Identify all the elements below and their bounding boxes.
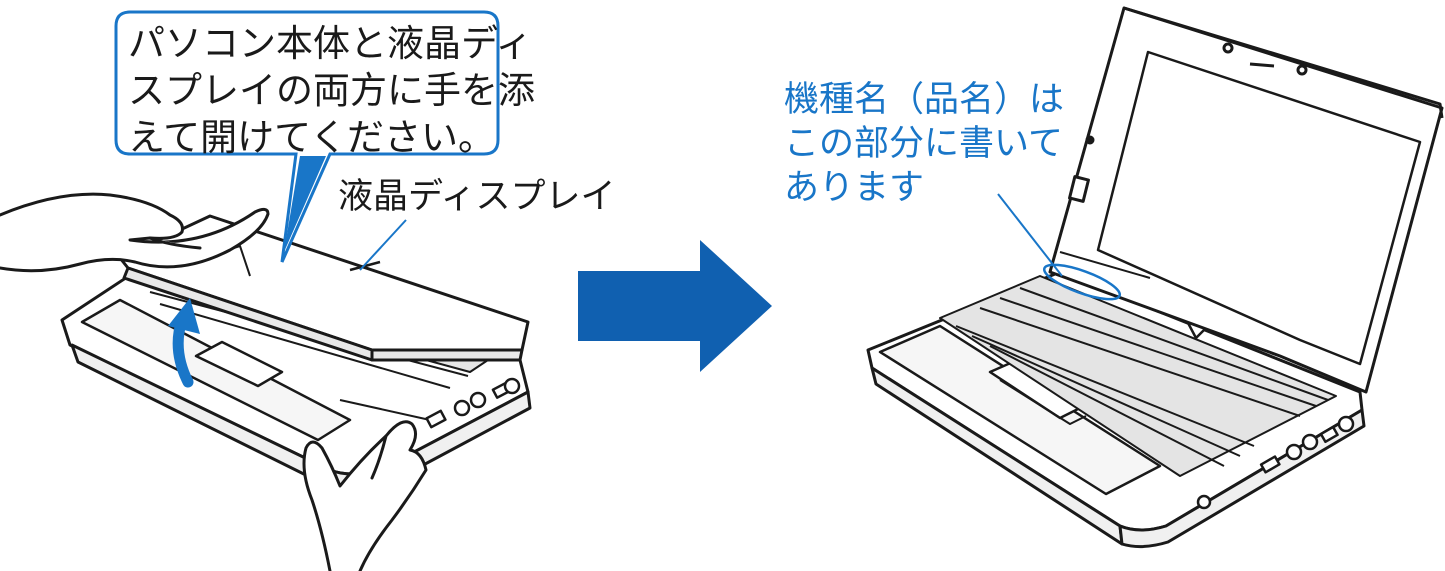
callout-line-2: スプレイの両方に手を添 xyxy=(128,69,535,112)
left-hand xyxy=(0,192,270,273)
side-ports xyxy=(425,377,521,429)
model-leader-line xyxy=(997,193,1063,277)
lcd-leader-line xyxy=(359,219,407,271)
open-laptop xyxy=(866,6,1444,549)
callout-line-3: えて開けてください。 xyxy=(128,116,496,159)
right-arrow-icon xyxy=(578,240,772,372)
right-hand xyxy=(302,420,428,571)
side-ports xyxy=(1196,415,1355,510)
curved-up-arrow-icon xyxy=(168,298,200,388)
model-note-line-2: この部分に書いて xyxy=(784,124,1063,164)
model-note-line-1: 機種名（品名）は xyxy=(784,80,1065,120)
keyboard xyxy=(939,275,1337,477)
palm-rest xyxy=(878,324,1162,496)
palm-rest xyxy=(80,298,352,442)
callout-bubble xyxy=(114,10,500,263)
model-note: 機種名（品名）は この部分に書いて あります xyxy=(784,78,1084,210)
model-note-line-3: あります xyxy=(784,168,925,208)
touchpad xyxy=(194,340,284,388)
model-label-highlight xyxy=(1042,263,1122,301)
callout-line-1: パソコン本体と液晶ディ xyxy=(128,22,533,65)
callout-text: パソコン本体と液晶ディ スプレイの両方に手を添 えて開けてください。 xyxy=(128,20,535,161)
screen xyxy=(1096,50,1422,366)
lcd-label: 液晶ディスプレイ xyxy=(338,177,616,217)
